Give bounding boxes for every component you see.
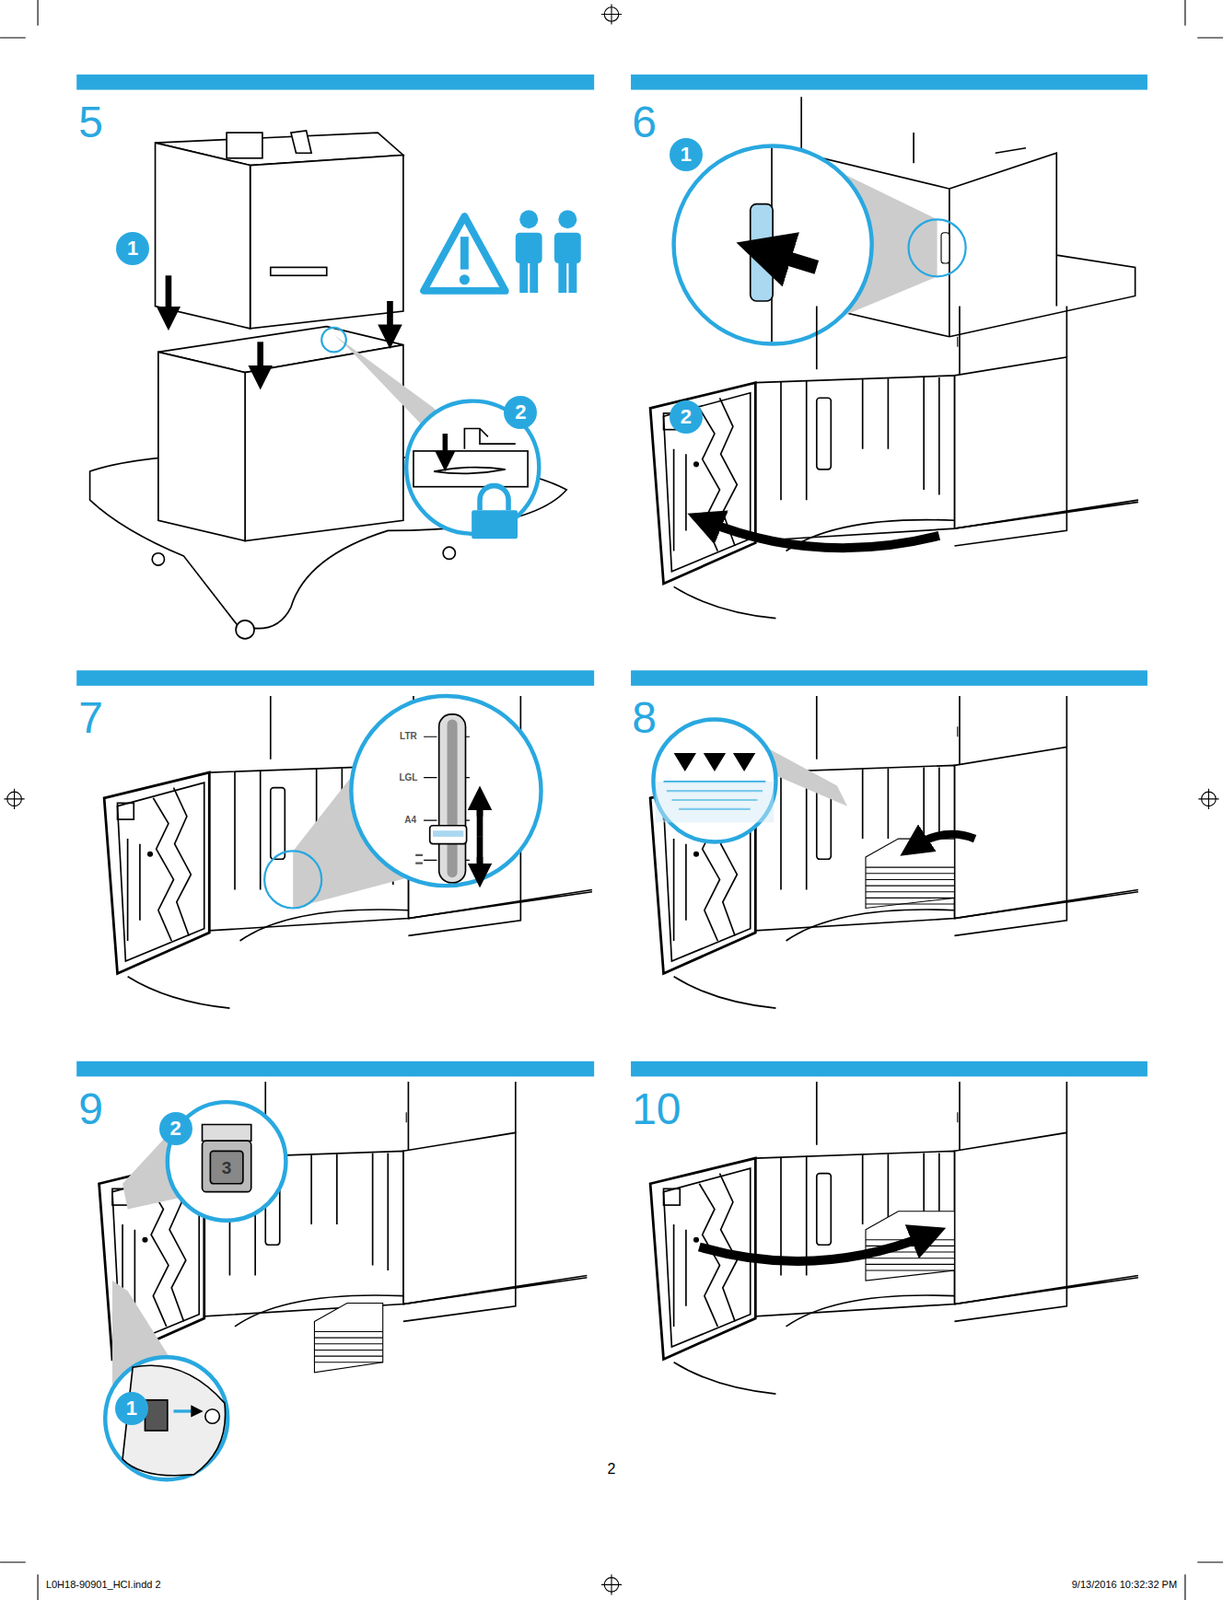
tray-number: 3 [221, 1159, 233, 1177]
callout-circle: 2 [159, 1112, 193, 1146]
step-number: 9 [78, 1087, 104, 1132]
callout-number: 1 [680, 142, 692, 167]
callout-circle: 1 [116, 232, 150, 266]
step-number: 6 [631, 100, 657, 145]
paper-size-mark: LGL [398, 773, 418, 783]
print-slug: L0H18-90901_HCI.indd 2 [46, 1580, 162, 1591]
step-number: 10 [631, 1087, 681, 1132]
callout-circle: 1 [115, 1392, 149, 1426]
step-number: 8 [631, 696, 657, 741]
callout-number: 2 [680, 405, 692, 430]
paper-size-mark: LTR [399, 732, 418, 742]
step-number: 7 [78, 696, 104, 741]
callout-circle: 2 [503, 396, 537, 430]
callout-circle: 1 [669, 138, 703, 172]
callout-number: 2 [170, 1117, 182, 1142]
step-number: 5 [78, 100, 104, 145]
print-slug: 9/13/2016 10:32:32 PM [1071, 1580, 1177, 1591]
callout-number: 2 [514, 400, 526, 425]
callout-number: 1 [126, 1397, 138, 1422]
callout-number: 1 [127, 236, 139, 261]
paper-size-mark: A4 [404, 815, 417, 826]
page-number: 2 [607, 1462, 617, 1478]
